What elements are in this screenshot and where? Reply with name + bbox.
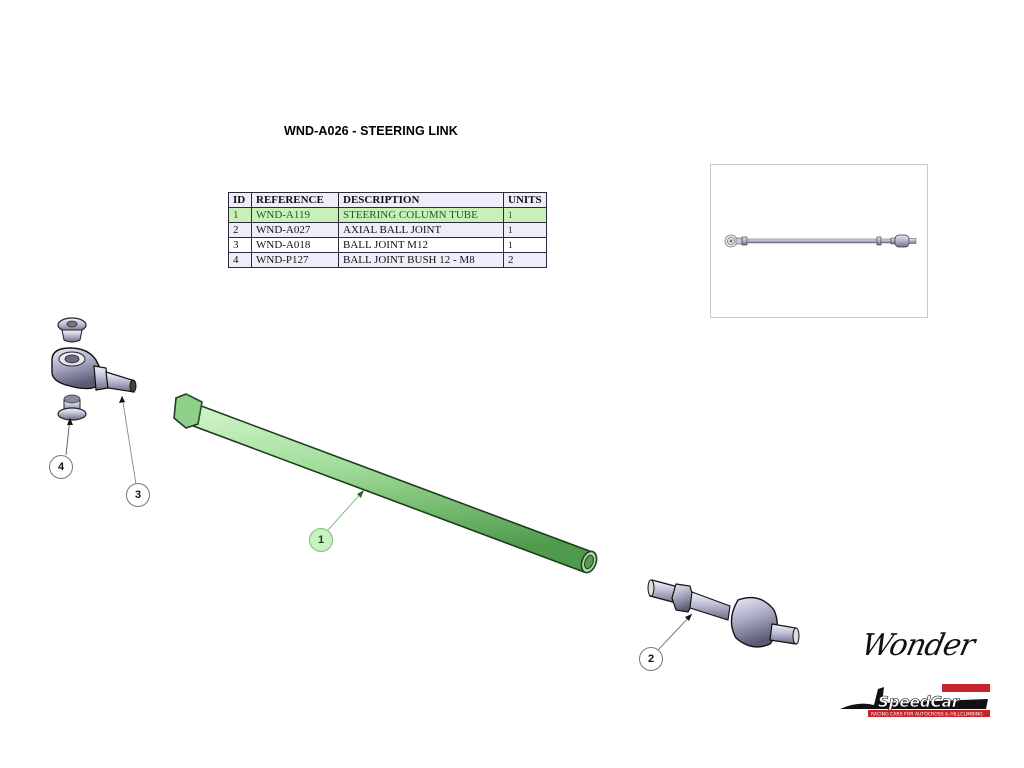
callout-3: 3 bbox=[126, 483, 150, 507]
cell-id: 4 bbox=[228, 252, 252, 268]
table-row: 2 WND-A027 AXIAL BALL JOINT 1 bbox=[228, 222, 547, 238]
assembly-thumbnail bbox=[710, 164, 928, 318]
cell-reference: WND-P127 bbox=[251, 252, 339, 268]
leader-arrowheads bbox=[67, 396, 692, 621]
cell-reference: WND-A119 bbox=[251, 207, 339, 223]
leader-lines bbox=[65, 395, 693, 651]
steering-column-tube bbox=[173, 393, 598, 574]
table-row: 4 WND-P127 BALL JOINT BUSH 12 - M8 2 bbox=[228, 252, 547, 268]
cell-description: AXIAL BALL JOINT bbox=[338, 222, 504, 238]
cell-reference: WND-A018 bbox=[251, 237, 339, 253]
header-description: DESCRIPTION bbox=[338, 192, 504, 208]
assembled-link-icon bbox=[724, 234, 917, 248]
cell-units: 1 bbox=[503, 222, 547, 238]
header-id: ID bbox=[228, 192, 252, 208]
cell-description: BALL JOINT M12 bbox=[338, 237, 504, 253]
table-row: 3 WND-A018 BALL JOINT M12 1 bbox=[228, 237, 547, 253]
callout-2: 2 bbox=[639, 647, 663, 671]
header-reference: REFERENCE bbox=[251, 192, 339, 208]
cell-reference: WND-A027 bbox=[251, 222, 339, 238]
callout-4: 4 bbox=[49, 455, 73, 479]
speedcar-logo: SpeedCar RACING CARS FOR AUTOCROSS & HIL… bbox=[838, 683, 998, 724]
document-title: WND-A026 - STEERING LINK bbox=[284, 124, 458, 138]
cell-units: 2 bbox=[503, 252, 547, 268]
cell-units: 1 bbox=[503, 237, 547, 253]
cell-description: BALL JOINT BUSH 12 - M8 bbox=[338, 252, 504, 268]
callout-1: 1 bbox=[309, 528, 333, 552]
bill-of-materials-table: ID REFERENCE DESCRIPTION UNITS 1 WND-A11… bbox=[228, 192, 547, 268]
ball-joint-bush-top bbox=[57, 317, 87, 343]
axial-ball-joint bbox=[647, 579, 800, 648]
speedcar-tagline: RACING CARS FOR AUTOCROSS & HILLCLIMBING bbox=[871, 712, 983, 718]
cell-units: 1 bbox=[503, 207, 547, 223]
table-header-row: ID REFERENCE DESCRIPTION UNITS bbox=[228, 192, 547, 208]
ball-joint-bush-bottom bbox=[57, 394, 87, 421]
speedcar-logo-icon: SpeedCar RACING CARS FOR AUTOCROSS & HIL… bbox=[840, 684, 990, 718]
header-units: UNITS bbox=[503, 192, 547, 208]
wonder-logo: Wonder bbox=[858, 628, 978, 663]
ball-joint-m12 bbox=[51, 347, 137, 393]
speedcar-wordmark: SpeedCar bbox=[878, 693, 961, 711]
